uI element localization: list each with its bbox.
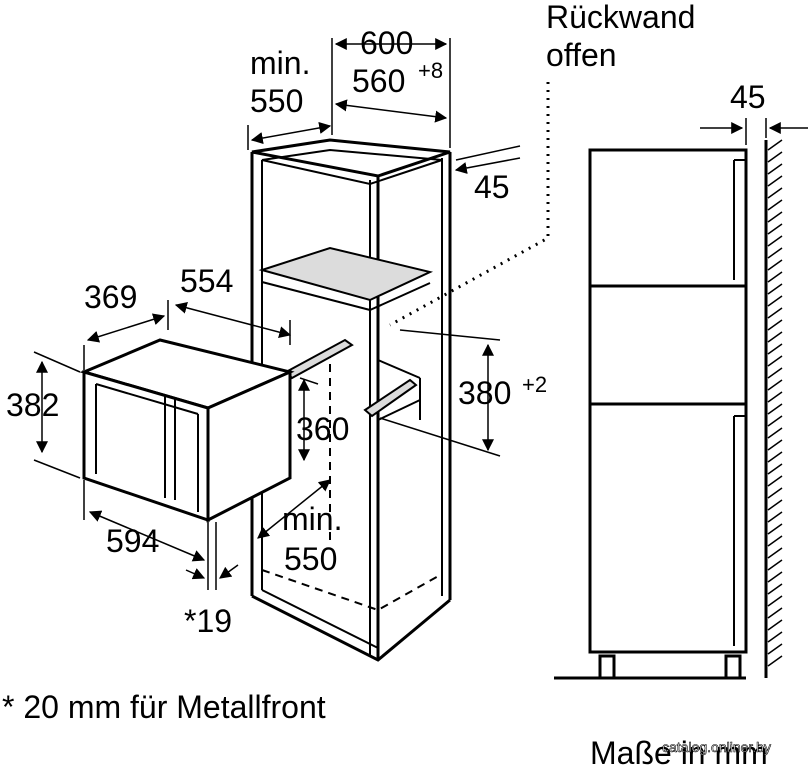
label-360: 360 — [296, 411, 349, 447]
wall-hatch-line — [767, 463, 783, 475]
wall-hatch-line — [767, 271, 783, 283]
wall-hatch-line — [767, 391, 783, 403]
labels: Rückwand offen min. 550 600 560 +8 45 45… — [2, 0, 771, 770]
wall-hatch-line — [767, 151, 783, 163]
label-560-sup: +8 — [418, 58, 443, 83]
wall-hatch-line — [767, 511, 783, 523]
label-594: 594 — [106, 523, 159, 559]
wall-hatch-line — [767, 487, 783, 499]
wall-hatch-line — [767, 403, 783, 415]
wall-hatch-line — [767, 379, 783, 391]
wall-hatch-line — [767, 559, 783, 571]
watermark: catalog.onliner.by — [662, 739, 771, 755]
wall-hatch-line — [767, 619, 783, 631]
label-560: 560 — [352, 63, 405, 99]
label-min-top: min. — [250, 45, 310, 81]
wall-hatch-line — [767, 223, 783, 235]
wall-hatch-line — [767, 523, 783, 535]
label-382: 382 — [6, 387, 59, 423]
wall-hatch-line — [767, 307, 783, 319]
wall-hatch-line — [767, 547, 783, 559]
label-45-right: 45 — [730, 79, 766, 115]
label-550-top: 550 — [250, 83, 303, 119]
label-369: 369 — [84, 279, 137, 315]
wall-hatch-line — [767, 583, 783, 595]
label-380: 380 — [458, 375, 511, 411]
side-view — [554, 118, 808, 680]
units-note: Maße in mm — [590, 735, 768, 770]
wall-hatch-line — [767, 331, 783, 343]
wall-hatch-line — [767, 247, 783, 259]
wall-hatch-line — [767, 139, 783, 151]
wall-hatch-line — [767, 367, 783, 379]
wall-hatch-line — [767, 235, 783, 247]
wall-hatch-line — [767, 427, 783, 439]
wall-hatch-line — [767, 211, 783, 223]
wall-hatch-line — [767, 175, 783, 187]
wall-hatch-line — [767, 163, 783, 175]
wall-hatch-line — [767, 355, 783, 367]
wall-hatching — [767, 139, 783, 667]
label-rueckwand: Rückwand — [546, 0, 695, 35]
wall-hatch-line — [767, 631, 783, 643]
wall-hatch-line — [767, 415, 783, 427]
wall-hatch-line — [767, 187, 783, 199]
label-min-bottom: min. — [282, 501, 342, 537]
wall-hatch-line — [767, 319, 783, 331]
wall-hatch-line — [767, 655, 783, 667]
microwave-unit — [79, 338, 295, 523]
wall-hatch-line — [767, 259, 783, 271]
wall-hatch-line — [767, 475, 783, 487]
wall-hatch-line — [767, 595, 783, 607]
wall-hatch-line — [767, 199, 783, 211]
footnote: * 20 mm für Metallfront — [2, 689, 326, 725]
wall-hatch-line — [767, 607, 783, 619]
label-380-sup: +2 — [522, 372, 547, 397]
wall-hatch-line — [767, 451, 783, 463]
tall-cabinet — [250, 138, 452, 662]
wall-hatch-line — [767, 571, 783, 583]
wall-hatch-line — [767, 439, 783, 451]
wall-hatch-line — [767, 535, 783, 547]
wall-hatch-line — [767, 283, 783, 295]
left-dimensions — [33, 38, 550, 590]
label-550-bottom: 550 — [284, 541, 337, 577]
wall-hatch-line — [767, 295, 783, 307]
label-19: *19 — [184, 603, 232, 639]
label-554: 554 — [180, 263, 233, 299]
wall-hatch-line — [767, 343, 783, 355]
wall-hatch-line — [767, 499, 783, 511]
label-600: 600 — [360, 25, 413, 61]
wall-hatch-line — [767, 643, 783, 655]
label-offen: offen — [546, 37, 617, 73]
label-45-top: 45 — [474, 169, 510, 205]
